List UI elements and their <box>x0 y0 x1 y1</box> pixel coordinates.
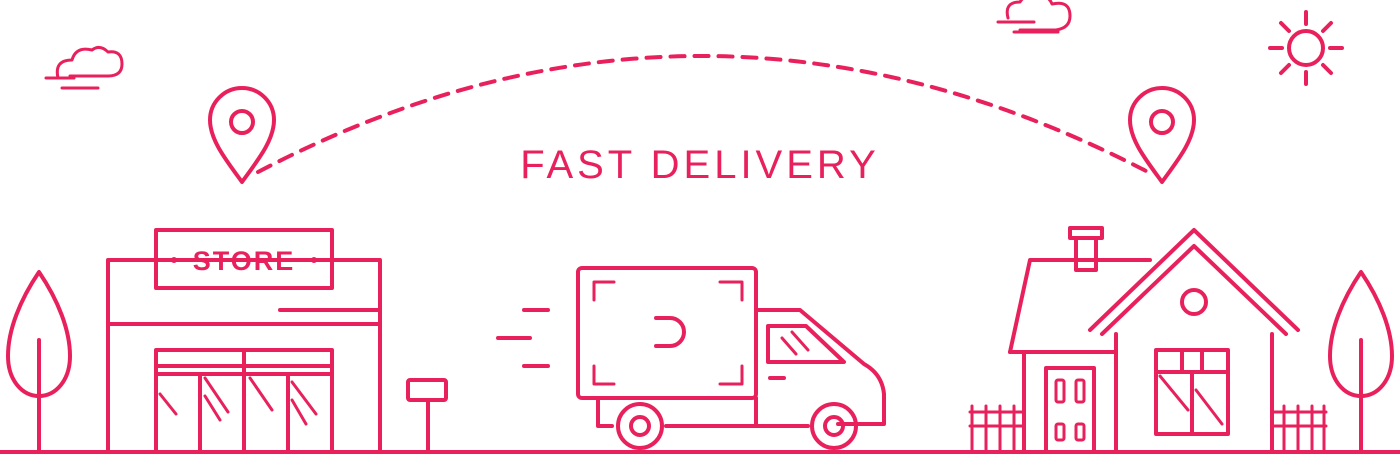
location-pin-icon <box>208 86 276 184</box>
location-pin-icon <box>1128 86 1196 184</box>
delivery-truck-icon <box>576 266 886 450</box>
house-icon <box>1008 226 1300 454</box>
headline: FAST DELIVERY <box>520 143 880 187</box>
cloud-icon <box>44 45 124 90</box>
tree-icon <box>1328 270 1394 454</box>
speed-lines <box>496 308 550 368</box>
store-building-icon <box>106 228 382 454</box>
cloud-icon <box>996 0 1072 34</box>
tree-icon <box>6 270 72 454</box>
delivery-route-arc <box>256 54 1150 174</box>
store-sign-label: STORE <box>193 246 296 276</box>
fence-icon <box>968 404 1026 454</box>
fence-icon <box>1270 404 1328 454</box>
mailbox-icon <box>406 378 448 454</box>
sun-icon <box>1268 10 1344 86</box>
